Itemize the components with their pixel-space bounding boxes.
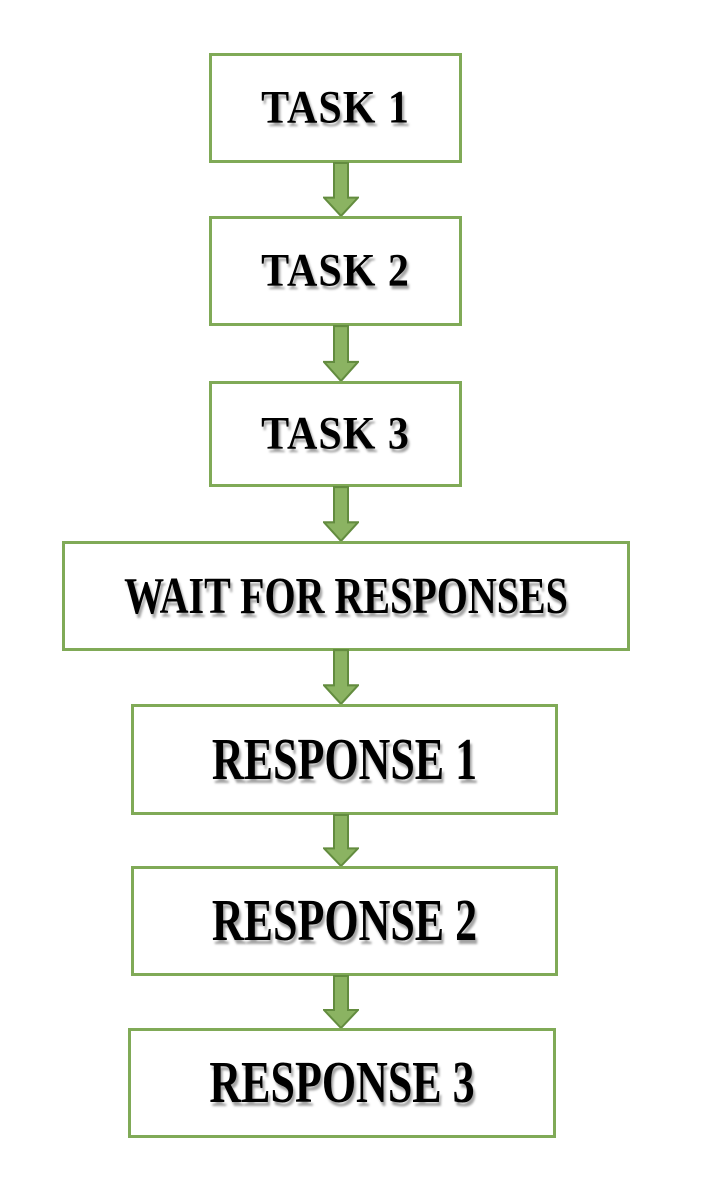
- down-arrow-icon-response2-to-response3: [323, 975, 359, 1029]
- down-arrow-icon-response1-to-response2: [323, 814, 359, 867]
- down-arrow-icon-wait-to-response1: [323, 649, 359, 705]
- flow-node-wait-label: WAIT FOR RESPONSES: [124, 566, 568, 625]
- down-arrow-icon-task2-to-task3: [323, 325, 359, 382]
- down-arrow-icon-task3-to-wait: [323, 486, 359, 542]
- flow-node-task-3-label: TASK 3: [261, 408, 410, 460]
- flow-node-response-2-label: RESPONSE 2: [211, 887, 478, 954]
- flow-node-task-3: TASK 3: [209, 381, 462, 487]
- flow-node-task-2: TASK 2: [209, 216, 462, 326]
- flow-node-task-2-label: TASK 2: [261, 245, 410, 297]
- flow-node-task-1-label: TASK 1: [261, 82, 410, 134]
- flow-node-response-3-label: RESPONSE 3: [209, 1049, 475, 1116]
- flow-node-response-1-label: RESPONSE 1: [211, 725, 478, 792]
- flow-node-wait-for-responses: WAIT FOR RESPONSES: [62, 541, 630, 651]
- flow-node-task-1: TASK 1: [209, 53, 462, 163]
- flow-node-response-1: RESPONSE 1: [131, 704, 558, 815]
- flow-node-response-2: RESPONSE 2: [131, 866, 558, 976]
- down-arrow-icon-task1-to-task2: [323, 162, 359, 217]
- flow-node-response-3: RESPONSE 3: [128, 1028, 556, 1138]
